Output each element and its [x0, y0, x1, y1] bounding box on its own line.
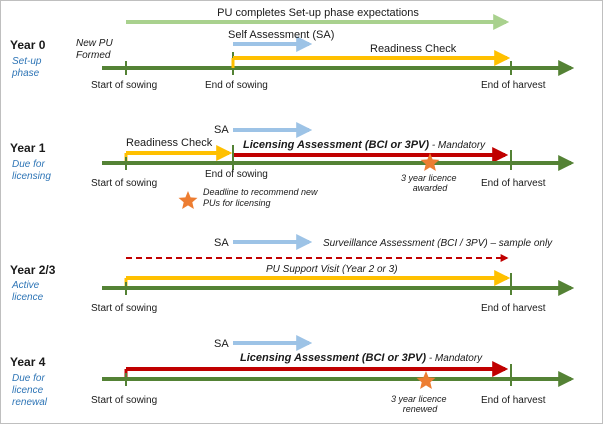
- setup-expectations-banner: PU completes Set-up phase expectations: [126, 7, 510, 30]
- year-1-title: Year 1: [10, 141, 46, 155]
- year-4-row: Year 4 Due for licence renewal SA Licens…: [10, 335, 575, 414]
- year-1-end-sowing-label: End of sowing: [205, 169, 268, 180]
- year-4-start-label: Start of sowing: [91, 395, 157, 406]
- deadline-line: Deadline to recommend new: [203, 187, 318, 197]
- year-4-phase-line: renewal: [12, 397, 48, 408]
- year-1-end-harvest-label: End of harvest: [481, 178, 546, 189]
- year-4-title: Year 4: [10, 355, 46, 369]
- year-2-3-phase-line: licence: [12, 292, 44, 303]
- year-0-readiness-label: Readiness Check: [370, 43, 457, 55]
- new-pu-formed-label: New PU Formed: [76, 38, 115, 61]
- year-2-3-end-harvest-label: End of harvest: [481, 303, 546, 314]
- year-1-licence-awarded-line: awarded: [413, 183, 449, 193]
- year-4-licence-renewed-label: 3 year licence renewed: [391, 394, 449, 414]
- year-4-end-harvest-label: End of harvest: [481, 395, 546, 406]
- year-4-licensing-bold: Licensing Assessment (BCI or 3PV): [240, 352, 426, 364]
- year-0-phase: Set-up phase: [11, 56, 44, 79]
- year-2-3-phase-line: Active: [11, 280, 40, 291]
- year-0-end-harvest-label: End of harvest: [481, 80, 546, 91]
- year-4-phase: Due for licence renewal: [12, 373, 48, 408]
- year-0-row: Year 0 Set-up phase New PU Formed Self A…: [10, 29, 575, 91]
- deadline-line: PUs for licensing: [203, 198, 271, 208]
- setup-expectations-label: PU completes Set-up phase expectations: [217, 7, 419, 19]
- year-2-3-support-label: PU Support Visit (Year 2 or 3): [266, 264, 398, 275]
- year-4-licence-renewed-line: renewed: [403, 404, 439, 414]
- year-1-phase-line: licensing: [12, 171, 51, 182]
- year-4-licence-renewed-star-icon: [416, 371, 436, 389]
- year-4-licence-renewed-line: 3 year licence: [391, 394, 447, 404]
- year-4-phase-line: licence: [12, 385, 44, 396]
- year-2-3-sa-label: SA: [214, 237, 229, 249]
- year-0-phase-line: phase: [11, 68, 40, 79]
- year-1-licence-awarded-line: 3 year licence: [401, 173, 457, 183]
- new-pu-formed-line: Formed: [76, 50, 111, 61]
- year-4-sa-label: SA: [214, 338, 229, 350]
- year-4-phase-line: Due for: [12, 373, 45, 384]
- deadline-label: Deadline to recommend new PUs for licens…: [203, 187, 320, 208]
- year-1-phase-line: Due for: [12, 159, 45, 170]
- year-2-3-phase: Active licence: [11, 280, 44, 303]
- year-0-end-sowing-label: End of sowing: [205, 80, 268, 91]
- year-1-licence-awarded-star-icon: [420, 153, 440, 171]
- year-2-3-surveillance-label: Surveillance Assessment (BCI / 3PV) – sa…: [323, 238, 553, 249]
- year-1-phase: Due for licensing: [12, 159, 51, 182]
- new-pu-formed-line: New PU: [76, 38, 113, 49]
- year-0-phase-line: Set-up: [12, 56, 42, 67]
- year-2-3-row: Year 2/3 Active licence SA Surveillance …: [10, 234, 575, 314]
- year-1-licence-awarded-label: 3 year licence awarded: [401, 173, 459, 193]
- year-1-licensing-suffix: - Mandatory: [429, 140, 486, 151]
- year-2-3-start-label: Start of sowing: [91, 303, 157, 314]
- year-0-self-assessment-label: Self Assessment (SA): [228, 29, 334, 41]
- year-0-title: Year 0: [10, 38, 46, 52]
- year-1-readiness-label: Readiness Check: [126, 137, 213, 149]
- year-1-sa-label: SA: [214, 124, 229, 136]
- year-1-row: Year 1 Due for licensing SA Readiness Ch…: [10, 122, 575, 209]
- year-4-licensing-label: Licensing Assessment (BCI or 3PV) - Mand…: [240, 352, 483, 364]
- year-1-start-label: Start of sowing: [91, 178, 157, 189]
- year-1-licensing-bold: Licensing Assessment (BCI or 3PV): [243, 139, 429, 151]
- year-2-3-title: Year 2/3: [10, 263, 56, 277]
- year-0-start-label: Start of sowing: [91, 80, 157, 91]
- deadline-star-icon: [178, 191, 198, 209]
- year-4-licensing-suffix: - Mandatory: [426, 353, 483, 364]
- year-1-licensing-label: Licensing Assessment (BCI or 3PV) - Mand…: [243, 139, 486, 151]
